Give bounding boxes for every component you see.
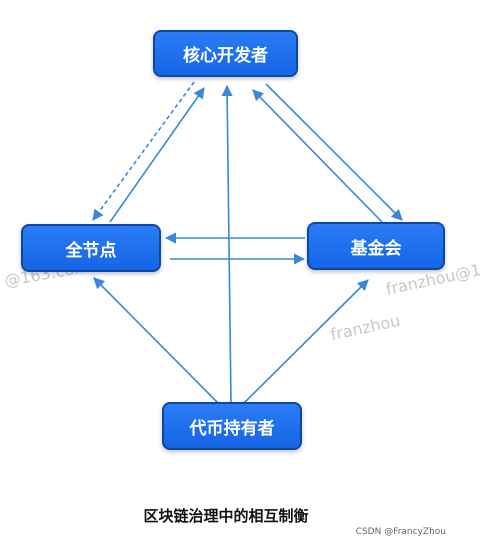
node-full-nodes: 全节点 (21, 224, 161, 272)
arrow-foundation-to-core (252, 89, 383, 223)
node-token-holders: 代币持有者 (162, 402, 302, 450)
node-core-developers-label: 核心开发者 (183, 46, 268, 66)
arrow-tokenholders-to-fullnode (93, 277, 219, 404)
arrow-tokenholders-to-core (221, 84, 233, 403)
node-foundation-label: 基金会 (350, 238, 402, 259)
node-token-holders-label: 代币持有者 (189, 418, 275, 439)
node-foundation: 基金会 (307, 222, 445, 270)
arrow-core-to-foundation (265, 83, 403, 221)
governance-diagram (92, 81, 403, 404)
arrow-tokenholders-to-foundation (243, 279, 369, 404)
diagram-caption: 区块链治理中的相互制衡 (143, 507, 309, 525)
credit-text: CSDN @FrancyZhou (355, 527, 446, 537)
arrow-core-to-fullnode (92, 81, 195, 221)
node-full-nodes-label: 全节点 (65, 240, 117, 261)
node-core-developers: 核心开发者 (153, 30, 298, 77)
arrow-fullnode-to-core (109, 87, 205, 223)
